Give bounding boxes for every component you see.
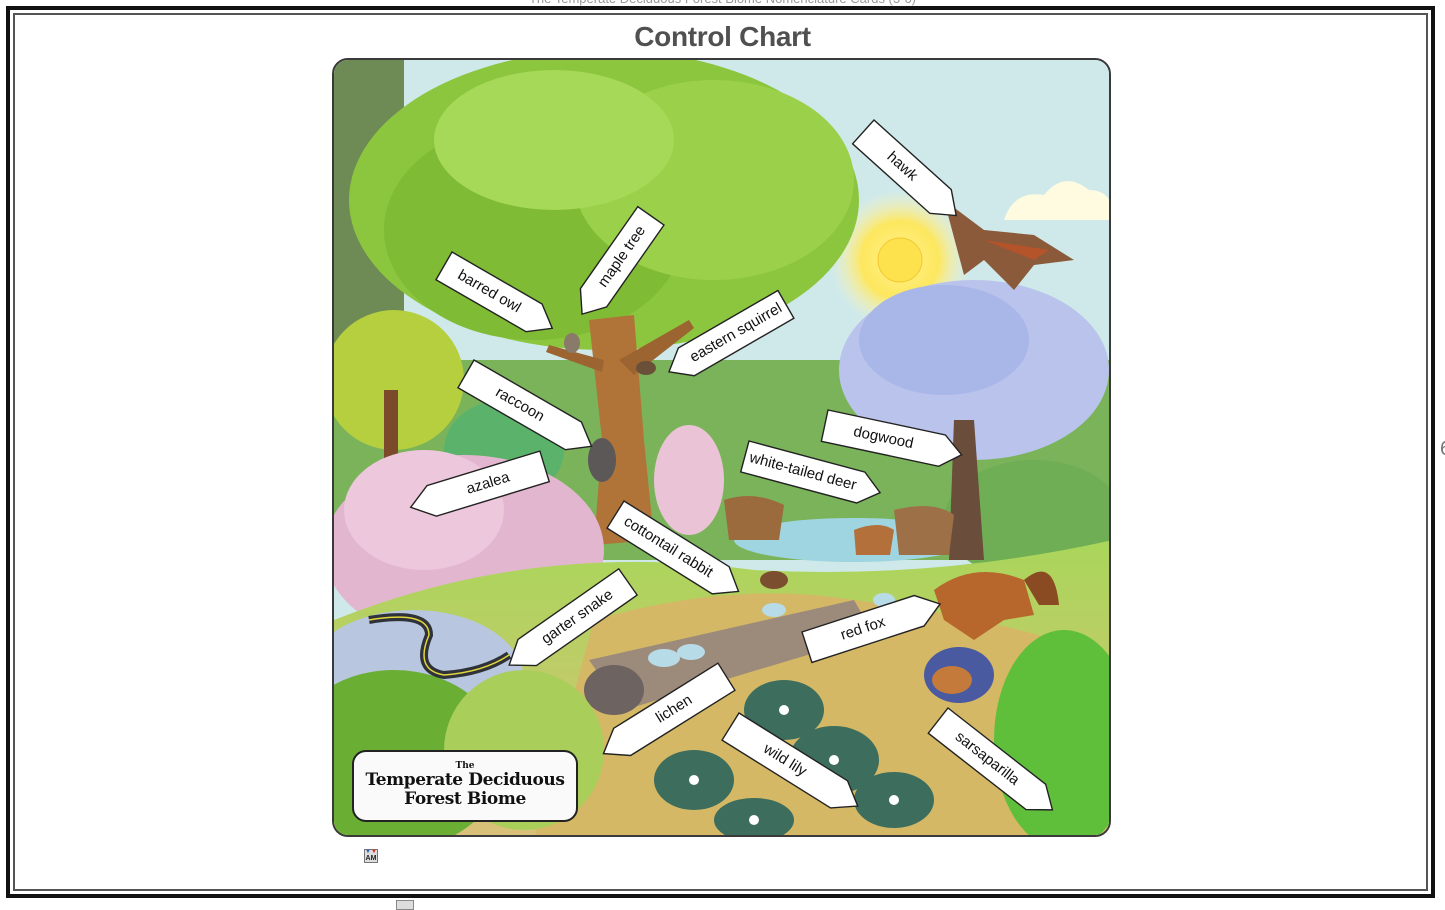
am-logo-icon-cut xyxy=(396,900,414,910)
label-dogwood[interactable]: dogwood xyxy=(820,409,965,470)
label-sarsaparilla[interactable]: sarsaparilla xyxy=(927,707,1062,822)
label-white-tailed-deer[interactable]: white-tailed deer xyxy=(739,440,885,508)
right-edge-cut-glyph: 6 xyxy=(1440,438,1445,461)
label-barred-owl[interactable]: barred owl xyxy=(435,251,560,342)
label-raccoon[interactable]: raccoon xyxy=(457,359,600,460)
label-eastern-squirrel[interactable]: eastern squirrel xyxy=(661,289,795,386)
label-azalea[interactable]: azalea xyxy=(406,450,551,523)
logo-text: AM xyxy=(365,855,377,862)
page-title: Control Chart xyxy=(634,21,811,52)
forest-scene-art xyxy=(334,60,1109,835)
label-wild-lily[interactable]: wild lily xyxy=(721,712,866,820)
biome-title-line2: Forest Biome xyxy=(404,789,526,809)
header-cut-text: The Temperate Deciduous Forest Biome Nom… xyxy=(0,0,1445,6)
label-red-fox[interactable]: red fox xyxy=(801,589,945,664)
label-garter-snake[interactable]: garter snake xyxy=(500,567,639,678)
biome-title-line1: Temperate Deciduous xyxy=(365,770,565,790)
label-hawk[interactable]: hawk xyxy=(851,119,967,227)
page-frame-outer xyxy=(6,6,1435,898)
page-frame-inner xyxy=(13,13,1428,891)
label-cottontail-rabbit[interactable]: cottontail rabbit xyxy=(606,500,747,605)
label-lichen[interactable]: lichen xyxy=(595,662,736,767)
logo-triangles-icon: ▼▼ xyxy=(365,849,377,855)
am-logo-icon: ▼▼ AM xyxy=(364,849,378,863)
label-maple-tree[interactable]: maple tree xyxy=(569,205,665,324)
forest-illustration: hawk maple tree barred owl eastern squir… xyxy=(332,58,1111,837)
biome-title-small: The xyxy=(455,761,475,771)
biome-title-card: The Temperate Deciduous Forest Biome xyxy=(352,750,578,822)
